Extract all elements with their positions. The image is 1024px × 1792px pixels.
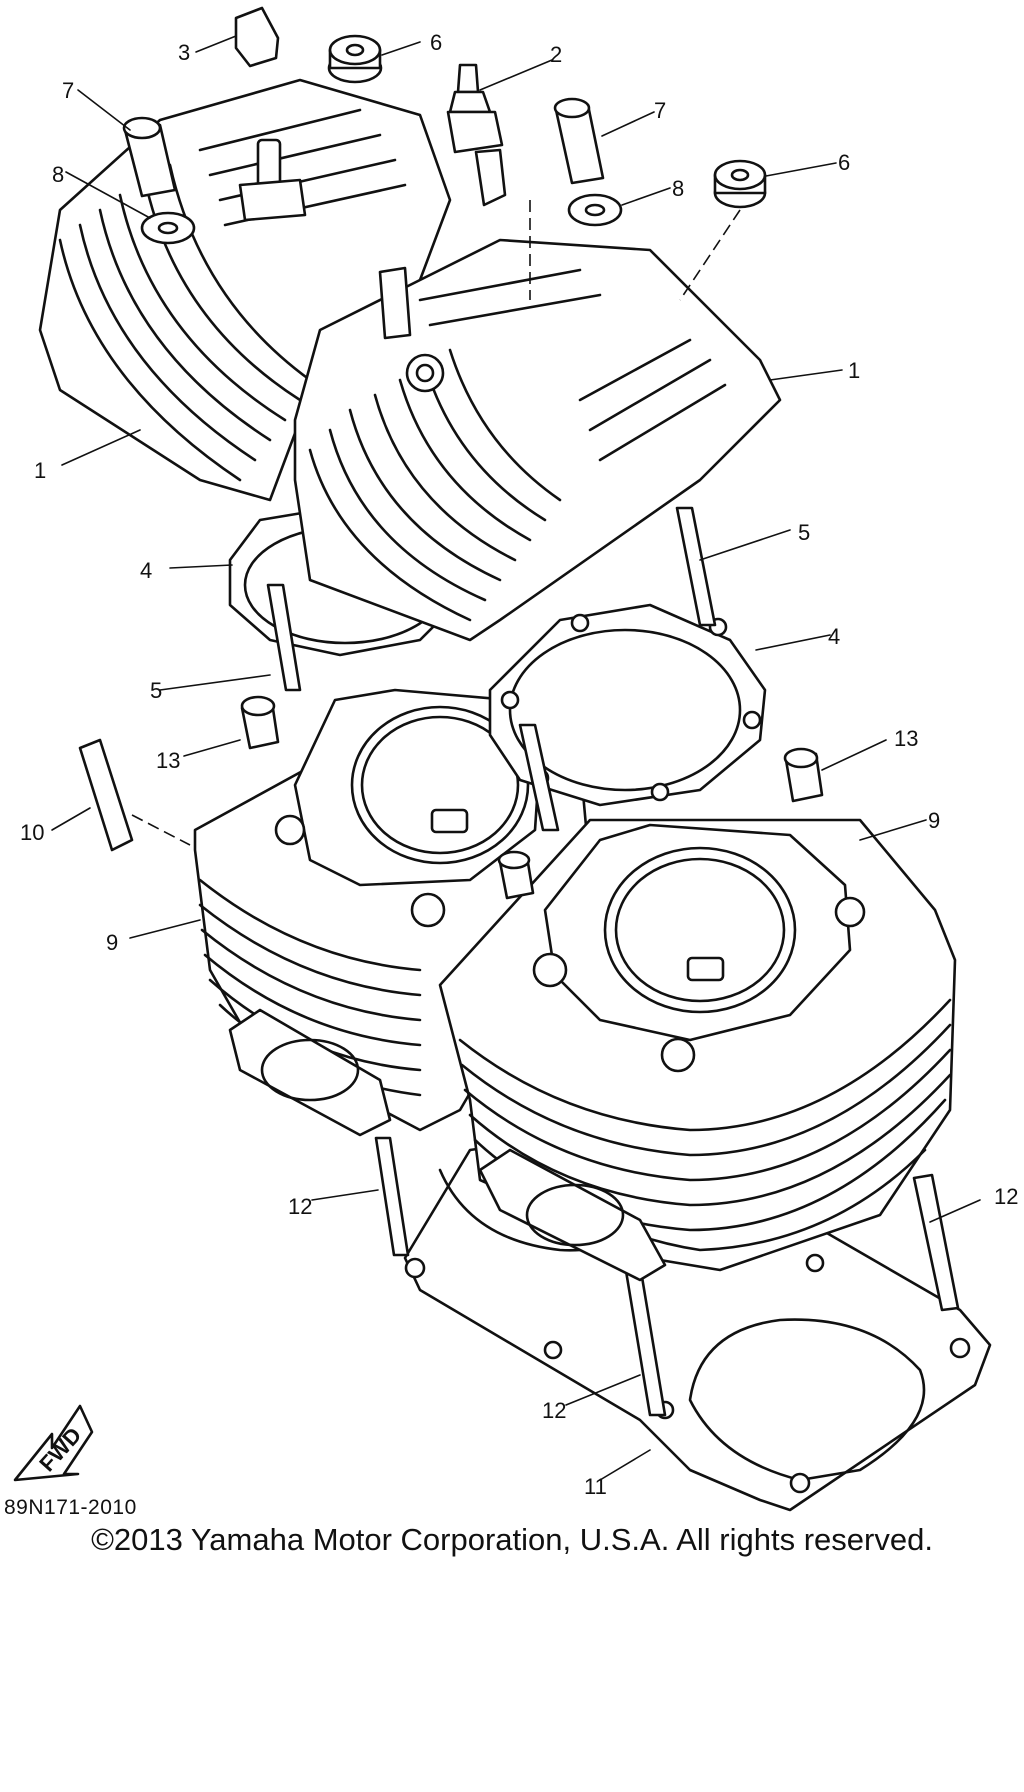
callout-6-right-nut: 6: [838, 150, 850, 175]
callout-7-right-dowel: 7: [654, 98, 666, 123]
callout-1-right-head: 1: [848, 358, 860, 383]
callout-7-left-dowel: 7: [62, 78, 74, 103]
callout-13-right-bolt: 13: [894, 726, 918, 751]
right-cylinder-head-illustration: [293, 238, 782, 642]
callout-3-cap: 3: [178, 40, 190, 65]
drawing-code: 89N171-2010: [4, 1496, 137, 1519]
stud-bolts-illustration: [374, 1136, 960, 1417]
callout-4-left-gasket: 4: [140, 558, 152, 583]
callout-8-right-washer: 8: [672, 176, 684, 201]
callout-leader-lines: [51, 35, 981, 1481]
callout-2-spark-plug: 2: [550, 42, 562, 67]
callout-9-right-cylinder: 9: [928, 808, 940, 833]
right-cylinder-illustration: [438, 818, 957, 1282]
callout-9-left-cylinder: 9: [106, 930, 118, 955]
callout-4-right-gasket: 4: [828, 624, 840, 649]
callout-13-left-bolt: 13: [156, 748, 180, 773]
callout-12-right-stud: 12: [994, 1184, 1018, 1209]
callout-12-left-stud: 12: [288, 1194, 312, 1219]
forward-direction-arrow: FWD: [13, 1404, 94, 1482]
small-parts-illustration: [78, 6, 824, 900]
callout-11-base-gasket: 11: [584, 1474, 607, 1499]
part-callouts: 1 1 2 3 4 4 5 5 6 6 7 7 8 8 9 9 10 11 12…: [20, 30, 1018, 1499]
callout-5-left-stud: 5: [150, 678, 162, 703]
callout-6-left-nut: 6: [430, 30, 442, 55]
callout-8-left-washer: 8: [52, 162, 64, 187]
head-studs-illustration: [266, 506, 717, 832]
callout-12-center-stud: 12: [542, 1398, 566, 1423]
callout-1-left-head: 1: [34, 458, 46, 483]
callout-10-clip: 10: [20, 820, 44, 845]
callout-5-right-stud: 5: [798, 520, 810, 545]
copyright-notice: ©2013 Yamaha Motor Corporation, U.S.A. A…: [91, 1522, 933, 1557]
